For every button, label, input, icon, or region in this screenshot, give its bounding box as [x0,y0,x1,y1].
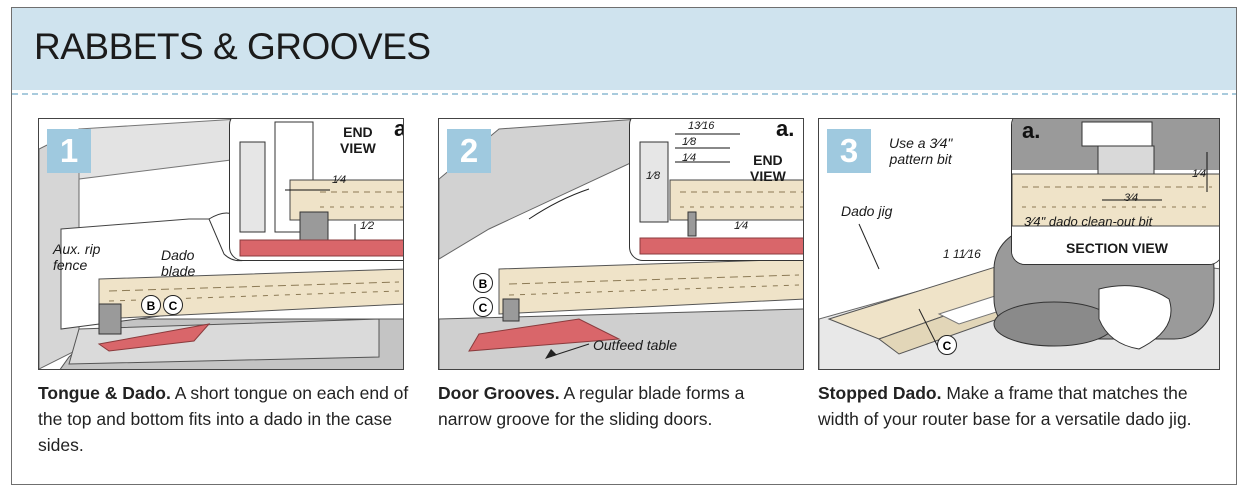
dado-jig-label: Dado jig [841,203,893,219]
caption-stopped-dado: Stopped Dado. Make a frame that matches … [818,380,1218,432]
inset-view-title: SECTION VIEW [1066,240,1168,256]
outfeed-table-label: Outfeed table [593,337,678,353]
dimension-label: 1⁄8 [682,136,697,148]
tablesaw-illustration [39,119,403,369]
inset-view-title: END VIEW [340,124,376,156]
panel-stopped-dado: 3 Use a 3⁄4" pattern bit Dado jig 1 11⁄1… [818,118,1220,370]
dimension-label: 3⁄4 [1124,192,1139,204]
dimension-label: 1⁄8 [646,170,661,182]
dado-blade-label: Dado blade [161,247,196,279]
dimension-label: 1⁄2 [360,220,375,232]
caption-title: Tongue & Dado. [38,383,171,403]
caption-title: Door Grooves. [438,383,560,403]
inset-mark: a. [1022,118,1041,143]
dimension-label: 1 11⁄16 [943,247,981,261]
inset-view-title: END VIEW [750,152,786,184]
end-view-diagram [239,121,403,257]
dimension-label: 1⁄4 [734,220,749,232]
section-view-inset: a. 1⁄4 3⁄4 3⁄4" dado clean-out bit SECTI… [1011,118,1219,265]
part-b-marker: B [473,273,493,293]
caption-text: A regular blade forms a narrow groove fo… [438,383,745,429]
end-view-inset: END VIEW a. 13⁄16 1⁄8 1⁄4 1⁄8 1⁄4 [629,118,803,261]
part-c-marker: C [473,297,493,317]
panel-door-grooves: 2 B C Outfeed table END VIEW a. 13⁄16 1⁄… [438,118,804,370]
dimension-label: 1⁄4 [332,174,347,186]
step-badge: 3 [827,129,871,173]
end-view-inset: END VIEW a. 1⁄4 1⁄2 [229,119,403,261]
pattern-bit-label: Use a 3⁄4" pattern bit [889,135,953,167]
aux-rip-fence-label: Aux. rip fence [53,241,101,273]
dimension-label: 13⁄16 [688,120,715,132]
caption-tongue-dado: Tongue & Dado. A short tongue on each en… [38,380,410,458]
end-view-diagram [639,133,803,255]
part-c-marker: C [937,335,957,355]
step-badge: 1 [47,129,91,173]
inset-mark: a. [394,119,403,142]
panel-tongue-dado: 1 Aux. rip fence Dado blade B C END VIEW… [38,118,404,370]
cleanout-bit-label: 3⁄4" dado clean-out bit [1024,214,1153,229]
part-b-marker: B [141,295,161,315]
dimension-label: 1⁄4 [1192,168,1207,180]
caption-text: Make a frame that matches the width of y… [818,383,1192,429]
caption-text: A short tongue on each end of the top an… [38,383,409,455]
step-badge: 2 [447,129,491,173]
page-title: RABBETS & GROOVES [34,26,431,67]
caption-title: Stopped Dado. [818,383,942,403]
caption-door-grooves: Door Grooves. A regular blade forms a na… [438,380,778,432]
inset-mark: a. [776,118,795,141]
section-view-diagram [1012,119,1219,264]
article-sheet: RABBETS & GROOVES 1 Aux. rip fence Dado … [11,7,1237,485]
dimension-label: 1⁄4 [682,152,697,164]
dashed-divider [12,93,1236,95]
part-c-marker: C [163,295,183,315]
header-banner: RABBETS & GROOVES [12,8,1236,90]
